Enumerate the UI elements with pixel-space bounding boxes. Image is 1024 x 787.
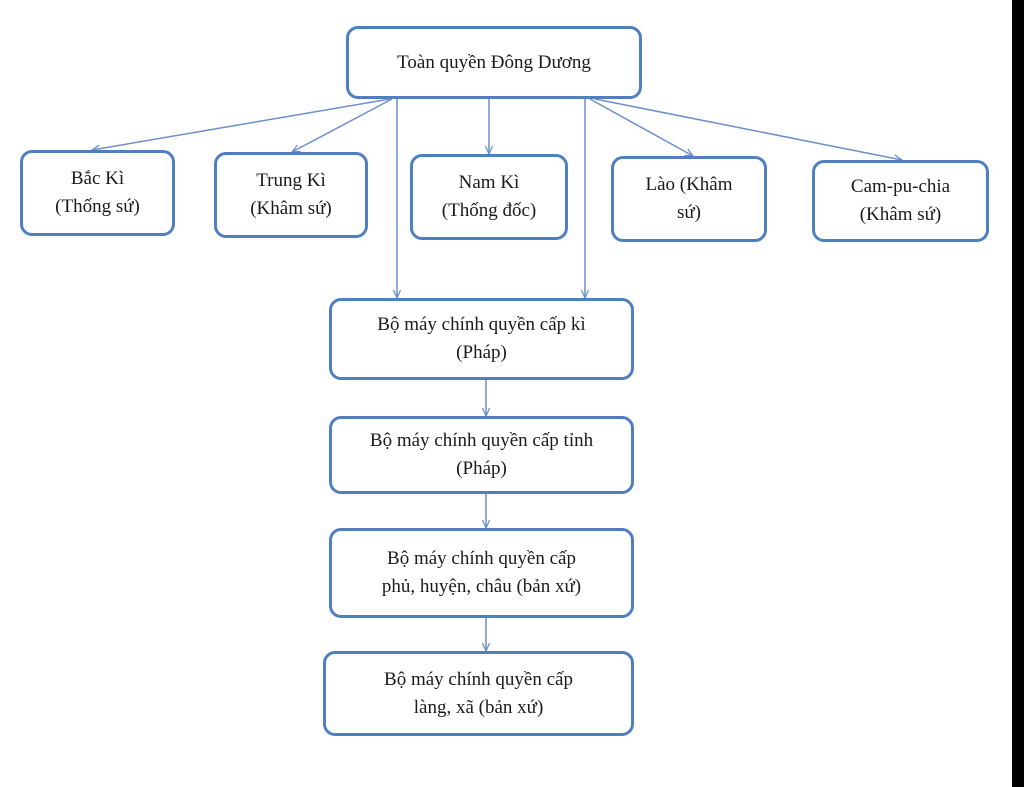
level-node-cap-lang-xa: Bộ máy chính quyền cấp làng, xã (bản xứ) [323, 651, 634, 736]
region-node-lao: Lào (Khâm sứ) [611, 156, 767, 242]
region-node-line-1: Trung Kì [256, 170, 326, 191]
level-node-line-2: (Pháp) [456, 458, 507, 479]
region-node-line-2: (Khâm sứ) [250, 198, 332, 219]
region-node-line-1: Lào (Khâm [645, 174, 733, 195]
region-node-trung-ki: Trung Kì (Khâm sứ) [214, 152, 368, 238]
level-node-line-1: Bộ máy chính quyền cấp tỉnh [369, 430, 594, 451]
root-node-toan-quyen: Toàn quyền Đông Dương [346, 26, 642, 99]
level-node-line-2: (Pháp) [456, 342, 507, 363]
level-node-cap-ki: Bộ máy chính quyền cấp kì (Pháp) [329, 298, 634, 380]
level-node-cap-phu-huyen-chau: Bộ máy chính quyền cấp phủ, huyện, châu … [329, 528, 634, 618]
level-node-line-1: Bộ máy chính quyền cấp kì [377, 314, 586, 335]
region-node-line-1: Cam-pu-chia [850, 176, 951, 197]
region-node-line-1: Bắc Kì [70, 168, 125, 189]
level-node-line-2: làng, xã (bản xứ) [413, 696, 544, 718]
level-node-line-1: Bộ máy chính quyền cấp [387, 548, 576, 569]
region-node-cam-pu-chia: Cam-pu-chia (Khâm sứ) [812, 160, 989, 242]
root-node-line-1: Toàn quyền Đông Dương [397, 51, 591, 73]
region-node-nam-ki: Nam Kì (Thống đốc) [410, 154, 568, 240]
region-node-line-2: (Thống sứ) [55, 196, 140, 217]
region-node-line-2: sứ) [676, 202, 702, 223]
region-node-line-1: Nam Kì [458, 172, 520, 193]
region-node-bac-ki: Bắc Kì (Thống sứ) [20, 150, 175, 236]
level-node-cap-tinh: Bộ máy chính quyền cấp tỉnh (Pháp) [329, 416, 634, 494]
level-node-line-1: Bộ máy chính quyền cấp [384, 668, 573, 690]
right-edge-bar [1012, 0, 1024, 787]
arrow-root-to-bac-ki [92, 98, 391, 150]
region-node-line-2: (Khâm sứ) [859, 204, 942, 225]
region-node-line-2: (Thống đốc) [441, 200, 537, 221]
arrow-root-to-cam-pu-chia [594, 98, 902, 160]
level-node-line-2: phủ, huyện, châu (bản xứ) [381, 576, 582, 597]
arrow-root-to-lao [589, 98, 693, 156]
arrow-root-to-trung-ki [292, 98, 393, 152]
